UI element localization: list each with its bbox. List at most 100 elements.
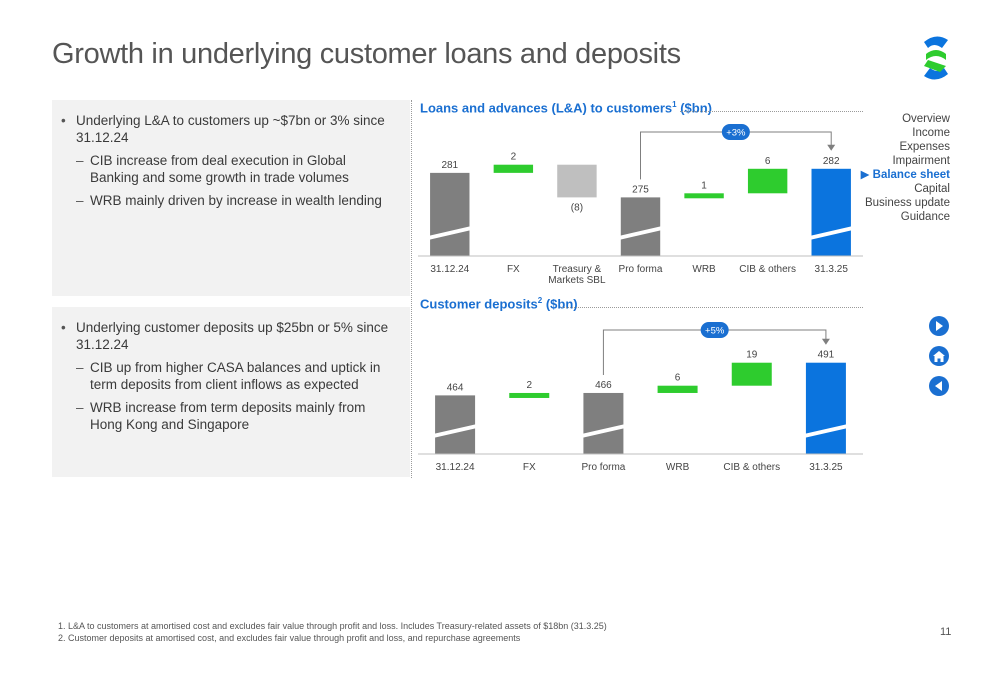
loans-bullet: Underlying L&A to customers up ~$7bn or …: [52, 112, 396, 209]
nav-item-balance-sheet-label: Balance sheet: [872, 169, 950, 181]
loans-bar-1: [493, 164, 534, 173]
deposits-category-label-0: 31.12.24: [436, 462, 475, 473]
loans-category-label-2-1: Markets SBL: [548, 275, 606, 286]
deposits-value-label-0: 464: [447, 382, 464, 393]
loans-bar-rect-0: [430, 172, 470, 256]
deposits-bar-5: [803, 362, 848, 454]
nav-item-impairment[interactable]: Impairment: [892, 155, 950, 167]
loans-category-label-5: CIB & others: [739, 264, 796, 275]
loans-value-label-3: 275: [632, 184, 649, 195]
vertical-divider: [411, 100, 412, 478]
loans-value-label-6: 282: [823, 156, 840, 167]
previous-slide-button[interactable]: [929, 376, 949, 396]
loans-category-label-3: Pro forma: [619, 264, 663, 275]
loans-bar-rect-2: [557, 164, 597, 198]
loans-bar-2: [557, 164, 597, 198]
deposits-bullet-text: Underlying customer deposits up $25bn or…: [76, 320, 389, 352]
nav-item-balance-sheet[interactable]: ▶ Balance sheet: [861, 168, 950, 182]
loans-category-label-6: 31.3.25: [815, 264, 849, 275]
loans-bar-3: [618, 197, 663, 256]
home-button[interactable]: [929, 346, 949, 366]
deposits-growth-badge-label: +5%: [705, 326, 725, 337]
deposits-bar-2: [581, 392, 626, 454]
loans-bar-rect-6: [811, 168, 851, 256]
loans-bar-rect-4: [684, 193, 724, 199]
deposits-chart-title-footnote-ref: 2: [537, 296, 543, 305]
footnote-2: 2. Customer deposits at amortised cost, …: [58, 633, 521, 643]
footnotes: 1. L&A to customers at amortised cost an…: [58, 620, 607, 644]
deposits-chart-title-text: Customer deposits: [420, 296, 538, 312]
deposits-bullet: Underlying customer deposits up $25bn or…: [52, 319, 396, 433]
deposits-bar-0: [433, 395, 478, 454]
loans-bar-6: [809, 168, 853, 256]
loans-sub-bullet-cib: CIB increase from deal execution in Glob…: [76, 152, 396, 186]
deposits-growth-badge: [700, 322, 729, 338]
deposits-axis-break-0: [433, 424, 478, 438]
section-nav: Overview Income Expenses Impairment ▶ Ba…: [861, 112, 950, 224]
loans-commentary-panel: Underlying L&A to customers up ~$7bn or …: [52, 100, 410, 296]
deposits-bar-rect-1: [509, 392, 550, 398]
loans-bar-rect-1: [493, 164, 534, 173]
loans-axis-break-0: [428, 226, 472, 240]
loans-bar-5: [747, 168, 788, 194]
deposits-category-label-2: Pro forma: [581, 462, 625, 473]
page-title: Growth in underlying customer loans and …: [52, 38, 681, 70]
loans-bar-0: [428, 172, 472, 256]
page-number: 11: [940, 626, 952, 638]
loans-sub-bullet-wrb: WRB mainly driven by increase in wealth …: [76, 192, 396, 209]
nav-item-overview[interactable]: Overview: [902, 113, 950, 125]
deposits-value-label-5: 491: [818, 350, 835, 361]
deposits-category-label-1: FX: [523, 462, 536, 473]
loans-bar-rect-5: [747, 168, 788, 194]
deposits-bar-3: [657, 385, 698, 393]
loans-growth-arrow-icon: [827, 144, 836, 151]
loans-category-label-4: WRB: [692, 264, 716, 275]
loans-bar-4: [684, 193, 724, 199]
deposits-bar-rect-5: [805, 362, 846, 454]
deposits-category-label-4: CIB & others: [723, 462, 780, 473]
loans-chart-title-text: Loans and advances (L&A) to customers: [420, 100, 673, 116]
deposits-value-label-3: 6: [675, 373, 681, 384]
deposits-bar-rect-4: [731, 362, 772, 386]
loans-chart-title-unit: ($bn): [676, 100, 712, 116]
deposits-axis-break-5: [803, 424, 848, 438]
loans-growth-badge: [721, 124, 750, 140]
deposits-growth-arrow-icon: [821, 338, 830, 345]
deposits-sub-bullet-cib: CIB up from higher CASA balances and upt…: [76, 359, 396, 393]
deposits-category-label-3: WRB: [666, 462, 690, 473]
nav-item-income[interactable]: Income: [912, 127, 950, 139]
deposits-sub-bullet-wrb: WRB increase from term deposits mainly f…: [76, 399, 396, 433]
loans-value-label-4: 1: [701, 180, 707, 191]
nav-item-capital[interactable]: Capital: [914, 183, 950, 195]
standard-chartered-logo-icon: [924, 36, 948, 80]
deposits-value-label-2: 466: [595, 380, 612, 391]
home-icon: [933, 350, 945, 362]
next-icon: [936, 321, 943, 331]
loans-value-label-1: 2: [511, 152, 517, 163]
deposits-value-label-4: 19: [746, 350, 758, 361]
deposits-category-label-5: 31.3.25: [809, 462, 843, 473]
loans-category-label-2: Treasury &: [553, 264, 602, 275]
deposits-chart-title-unit: ($bn): [542, 296, 578, 312]
loans-axis-break-6: [809, 226, 853, 240]
loans-category-label-1: FX: [507, 264, 520, 275]
loans-title-rule: [680, 111, 863, 112]
footnote-1: 1. L&A to customers at amortised cost an…: [58, 621, 607, 631]
nav-item-expenses[interactable]: Expenses: [899, 141, 950, 153]
deposits-bar-1: [509, 392, 550, 398]
loans-growth-badge-label: +3%: [726, 128, 746, 139]
loans-value-label-2: (8): [571, 202, 583, 213]
deposits-bar-rect-3: [657, 385, 698, 393]
loans-value-label-0: 281: [441, 160, 458, 171]
deposits-bar-4: [731, 362, 772, 386]
deposits-commentary-panel: Underlying customer deposits up $25bn or…: [52, 307, 410, 477]
deposits-chart-title: Customer deposits2 ($bn): [420, 296, 578, 311]
nav-item-guidance[interactable]: Guidance: [900, 211, 950, 223]
nav-item-business-update[interactable]: Business update: [864, 197, 950, 209]
next-slide-button[interactable]: [929, 316, 949, 336]
deposits-title-rule: [562, 307, 863, 308]
loans-chart-title-footnote-ref: 1: [672, 100, 677, 109]
loans-chart-title: Loans and advances (L&A) to customers1 (…: [420, 100, 712, 115]
